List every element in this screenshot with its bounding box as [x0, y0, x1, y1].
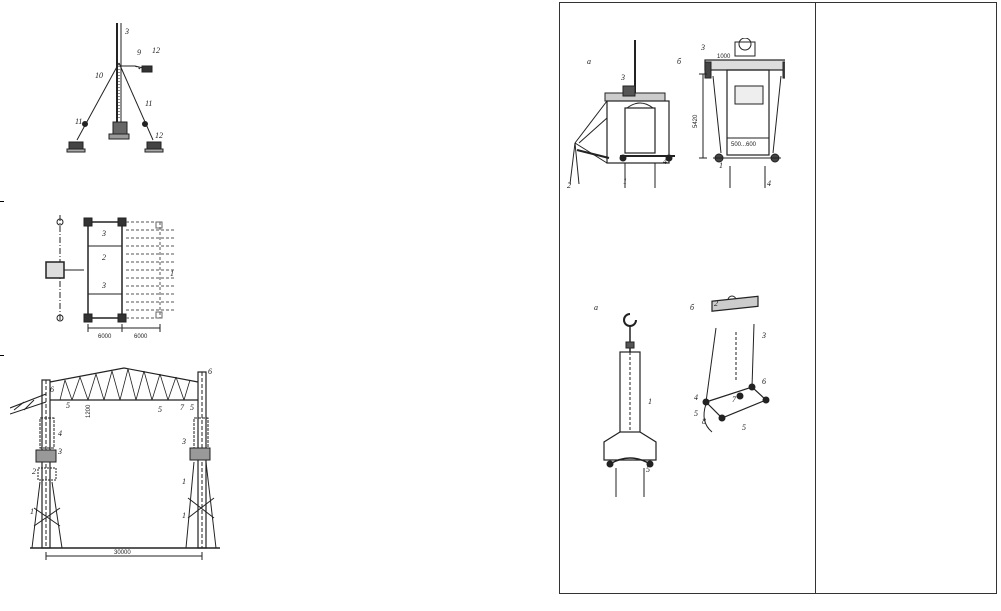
detail-panel-label: a [594, 303, 598, 312]
hall-label: 4 [58, 429, 62, 438]
grip-panel-label: б [677, 57, 682, 66]
detail-label: 6 [762, 377, 766, 386]
detail-label: 7 [732, 395, 737, 404]
grip-label: 1 [719, 161, 723, 170]
margin-tick [0, 355, 4, 356]
hall-label: 2 [32, 467, 36, 476]
figure-grip-detail: a б 1 5 2 3 6 4 7 8 5 5 [590, 292, 790, 507]
mast-label: 11 [75, 117, 82, 126]
grip-dimension: 1000 [717, 54, 731, 60]
grip-label: 1 [623, 177, 627, 186]
plan-dimension: 6000 [134, 334, 148, 340]
mast-label: 11 [145, 99, 152, 108]
detail-label: 2 [714, 299, 718, 308]
mast-label: 12 [155, 131, 163, 140]
hall-label: 7 [180, 403, 185, 412]
hall-label: 1 [182, 477, 186, 486]
grip-label: 4 [663, 157, 667, 166]
grip-label: 3 [620, 73, 625, 82]
margin-tick [0, 201, 4, 202]
detail-panel-label: б [690, 303, 695, 312]
mast-label: 12 [152, 46, 160, 55]
grip-dimension: 500...600 [731, 142, 757, 148]
plan-dimension: 6000 [98, 334, 112, 340]
plan-label: 3 [101, 281, 106, 290]
hall-label: 3 [181, 437, 186, 446]
figure-column-grip: a б 3 2 1 4 3 1 4 1000 5420 500...600 [565, 38, 785, 193]
grip-label: 4 [767, 179, 771, 188]
grip-label: 2 [567, 181, 571, 190]
right-frame [559, 2, 997, 594]
mast-label: 10 [95, 71, 103, 80]
frame-divider [815, 2, 816, 594]
mast-label: 3 [124, 27, 129, 36]
grip-dimension: 5420 [693, 114, 699, 128]
hall-label: 1 [30, 507, 34, 516]
hall-dimension: 30000 [114, 550, 131, 556]
hall-label: 1200 [86, 404, 92, 418]
hall-label: 1 [182, 511, 186, 520]
detail-label: 1 [648, 397, 652, 406]
hall-label: 6 [50, 385, 54, 394]
plan-label: 2 [102, 253, 106, 262]
figure-hall-section: 6 1200 5 5 7 5 6 4 3 2 1 3 1 1 30000 [10, 358, 230, 568]
mast-label: 9 [137, 48, 141, 57]
hall-label: 6 [208, 367, 212, 376]
detail-label: 4 [694, 393, 698, 402]
detail-label: 3 [761, 331, 766, 340]
plan-label: 3 [101, 229, 106, 238]
figure-plan-view: 3 2 3 1 6000 6000 [40, 210, 200, 345]
detail-label: 5 [742, 423, 746, 432]
detail-label: 5 [694, 409, 698, 418]
hall-label: 5 [190, 403, 194, 412]
grip-panel-label: a [587, 57, 591, 66]
detail-label: 8 [702, 417, 706, 426]
detail-label: 5 [646, 465, 650, 474]
figure-guyed-mast: 3 9 12 10 11 11 12 [55, 18, 195, 168]
hall-label: 5 [158, 405, 162, 414]
hall-label: 5 [66, 401, 70, 410]
plan-label: 1 [170, 269, 174, 278]
hall-label: 3 [57, 447, 62, 456]
grip-label: 3 [700, 43, 705, 52]
